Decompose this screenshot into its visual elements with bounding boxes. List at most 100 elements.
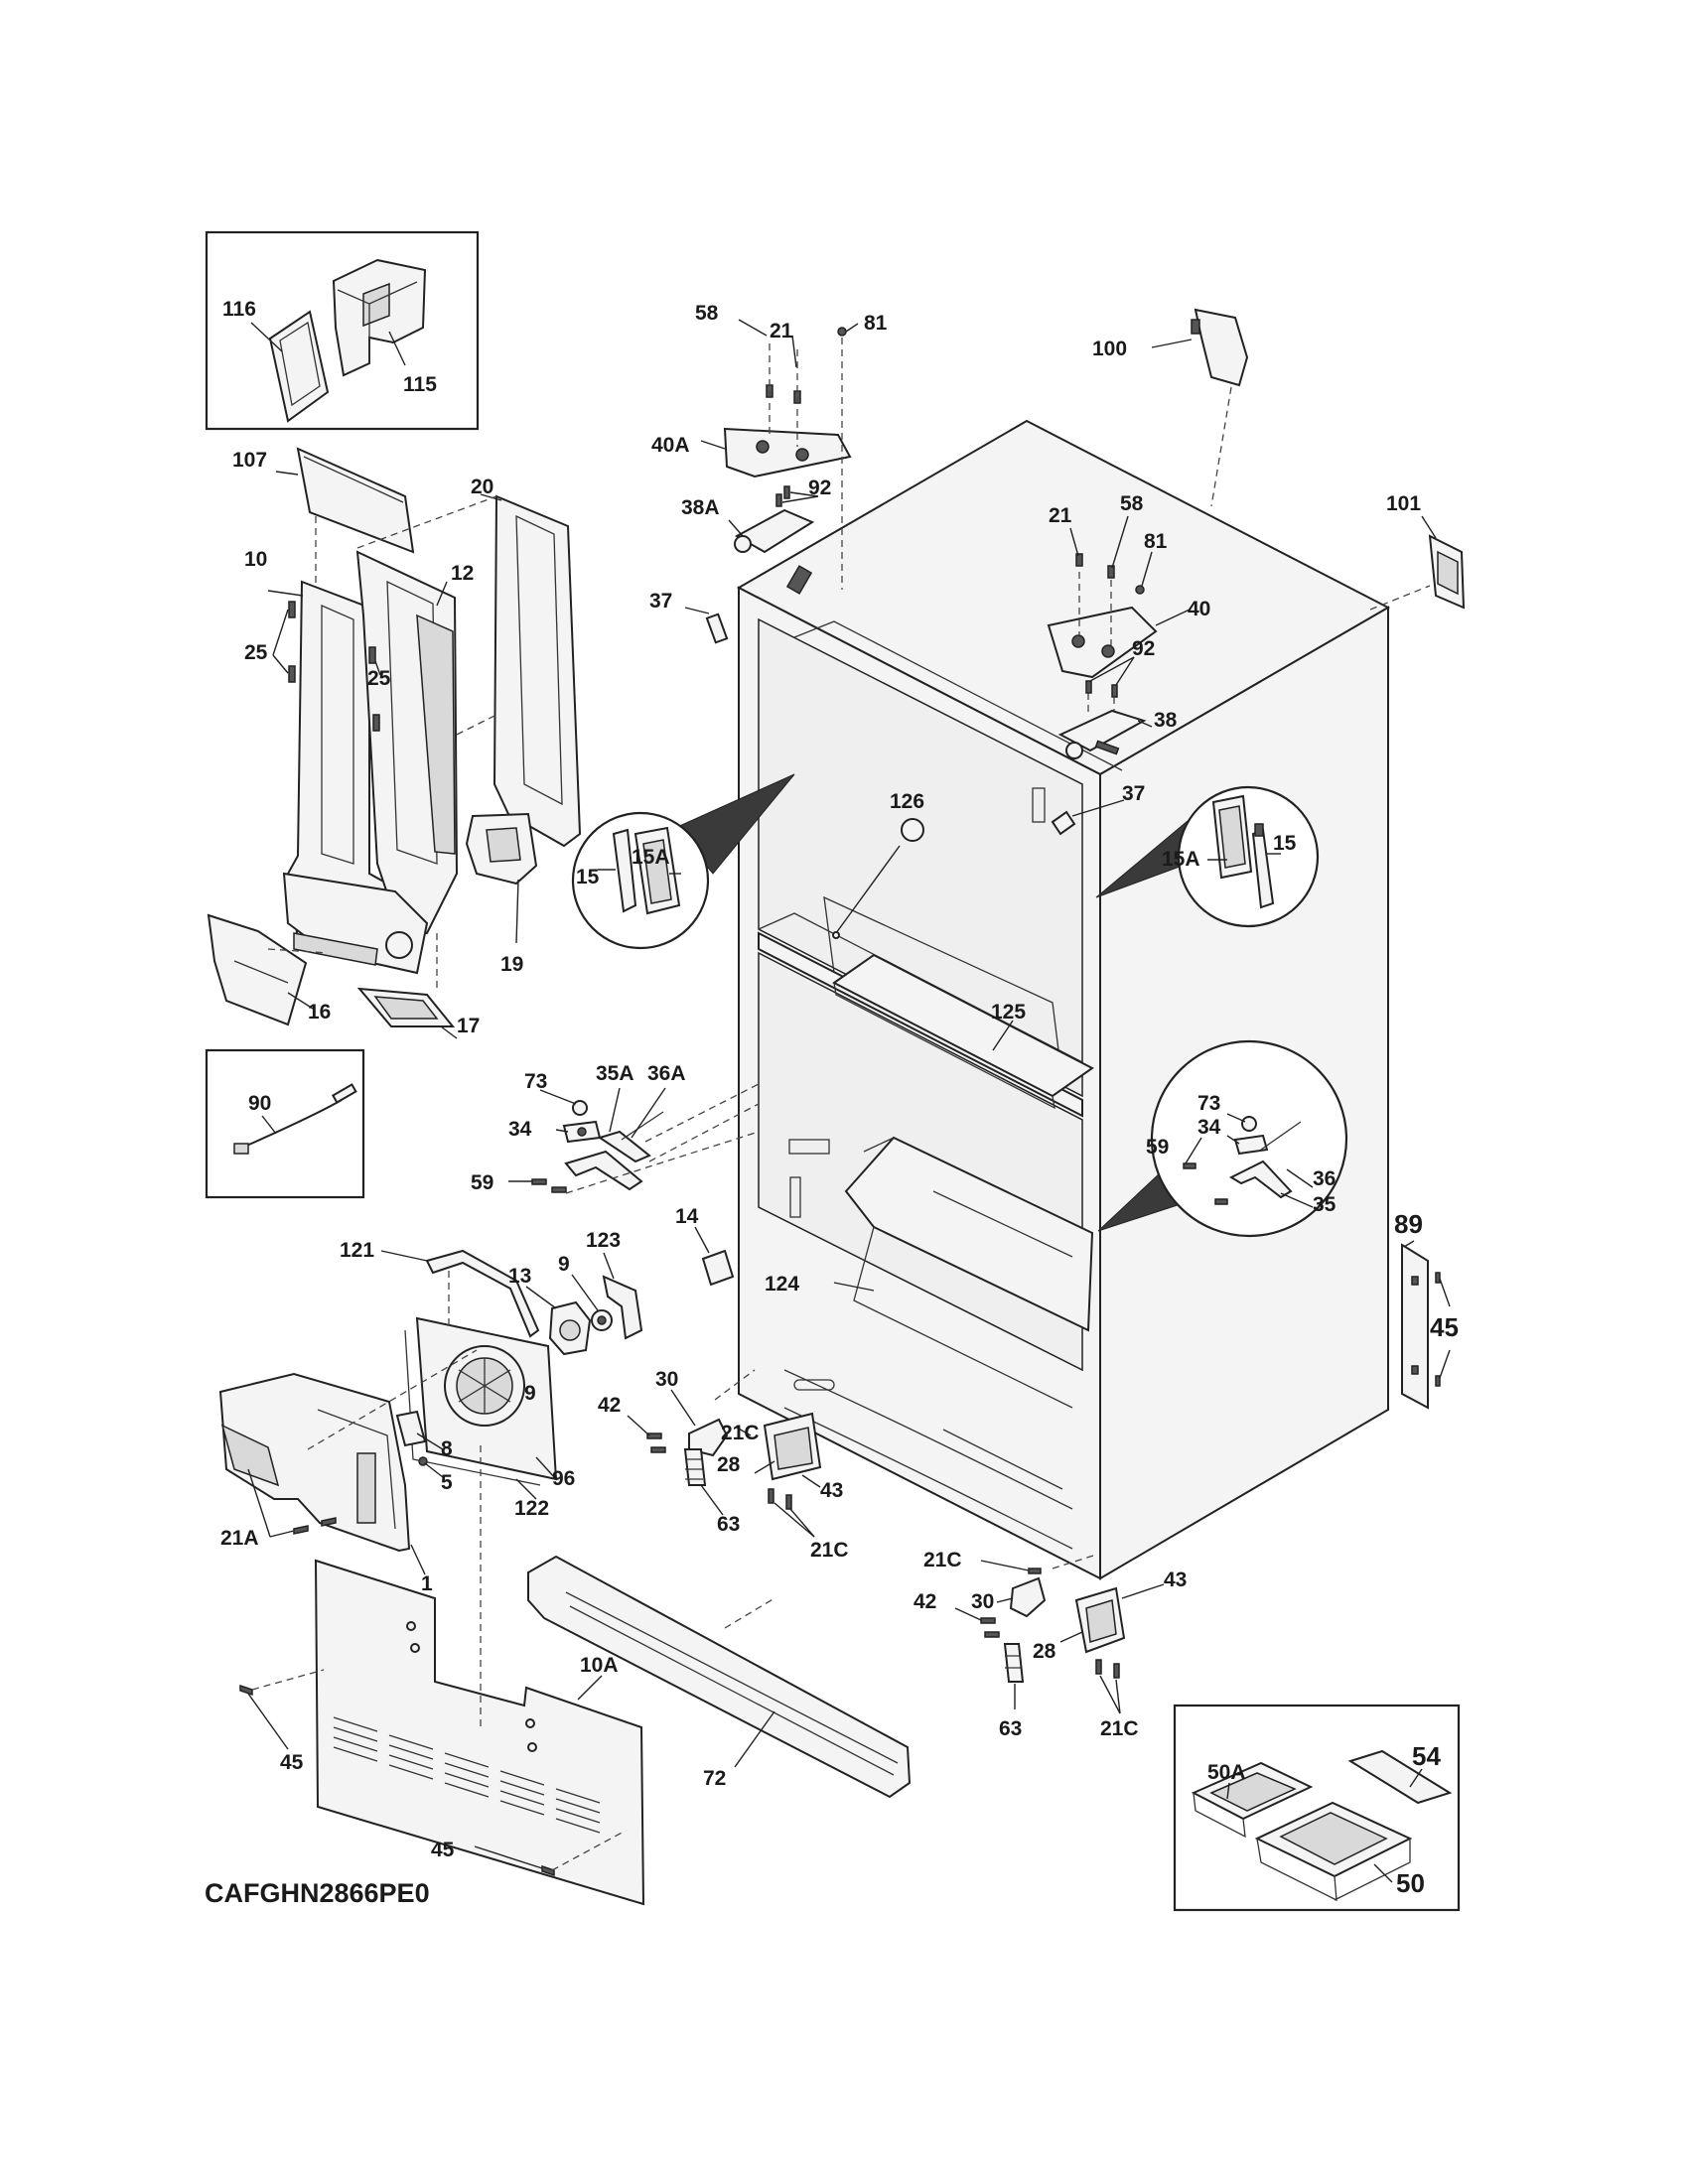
label-9-bottom: 9 xyxy=(524,1382,536,1405)
leader-125 xyxy=(992,1020,1014,1051)
label-59-left: 59 xyxy=(471,1171,493,1194)
side-panel-89 xyxy=(1401,1240,1451,1410)
model-number: CAFGHN2866PE0 xyxy=(205,1878,430,1908)
label-123: 123 xyxy=(586,1229,621,1252)
label-50: 50 xyxy=(1396,1868,1425,1898)
label-58-right: 58 xyxy=(1120,492,1144,515)
label-50A: 50A xyxy=(1207,1761,1246,1784)
label-28-center: 28 xyxy=(717,1453,741,1476)
label-16: 16 xyxy=(308,1001,331,1024)
label-43-right: 43 xyxy=(1164,1569,1187,1591)
label-35A: 35A xyxy=(596,1062,634,1085)
label-21-left: 21 xyxy=(770,320,793,342)
label-107: 107 xyxy=(232,449,267,472)
bottom-hinge-center xyxy=(627,1369,822,1538)
label-92-left: 92 xyxy=(808,477,831,499)
detail-circle-center-hinge-right xyxy=(1097,1039,1348,1238)
label-15A-left: 15A xyxy=(632,846,670,869)
label-9-top: 9 xyxy=(558,1253,570,1276)
label-54: 54 xyxy=(1412,1741,1441,1771)
top-hinge-right xyxy=(1047,515,1191,836)
label-40: 40 xyxy=(1188,598,1210,620)
label-36: 36 xyxy=(1313,1167,1336,1190)
label-36A: 36A xyxy=(647,1062,686,1085)
label-81-left: 81 xyxy=(864,312,888,335)
label-21A: 21A xyxy=(220,1527,259,1550)
label-115: 115 xyxy=(403,373,437,396)
label-15-right: 15 xyxy=(1273,832,1297,855)
label-1: 1 xyxy=(421,1572,433,1595)
label-8: 8 xyxy=(441,1437,453,1460)
label-19: 19 xyxy=(500,953,523,976)
label-15-left: 15 xyxy=(576,866,600,888)
label-42-right: 42 xyxy=(914,1590,936,1613)
center-hinge-left xyxy=(508,1083,760,1194)
label-73-right: 73 xyxy=(1197,1092,1220,1115)
inset-box-damper xyxy=(205,230,480,431)
label-14: 14 xyxy=(675,1205,699,1228)
label-10: 10 xyxy=(244,548,267,571)
label-30-center: 30 xyxy=(655,1368,678,1391)
label-121: 121 xyxy=(340,1239,374,1262)
evaporator-fan-assembly xyxy=(218,1249,643,1575)
label-21C-c: 21C xyxy=(923,1549,962,1571)
top-hinge-left xyxy=(684,319,859,644)
part-14 xyxy=(694,1226,735,1287)
label-116: 116 xyxy=(222,298,256,321)
label-92-right: 92 xyxy=(1132,637,1155,660)
air-tower-assembly xyxy=(207,447,582,1039)
label-17: 17 xyxy=(457,1015,480,1037)
label-38: 38 xyxy=(1154,709,1178,732)
label-5: 5 xyxy=(441,1471,453,1494)
label-25-right: 25 xyxy=(367,667,391,690)
label-122: 122 xyxy=(514,1497,549,1520)
label-21C-b: 21C xyxy=(810,1539,849,1562)
label-40A: 40A xyxy=(651,434,690,457)
label-45-bottom: 45 xyxy=(431,1839,455,1861)
label-63-center: 63 xyxy=(717,1513,740,1536)
label-21C-a: 21C xyxy=(721,1422,760,1444)
label-30-right: 30 xyxy=(971,1590,994,1613)
label-125: 125 xyxy=(991,1001,1026,1024)
detail-circle-vent-left xyxy=(571,773,795,950)
label-43-center: 43 xyxy=(820,1479,843,1502)
label-35: 35 xyxy=(1313,1193,1336,1216)
label-20: 20 xyxy=(471,476,493,498)
label-10A: 10A xyxy=(580,1654,619,1677)
label-124: 124 xyxy=(765,1273,799,1296)
hinge-brackets-right xyxy=(1151,308,1466,611)
label-37-right: 37 xyxy=(1122,782,1145,805)
label-73-left: 73 xyxy=(524,1070,547,1093)
label-13: 13 xyxy=(508,1265,531,1288)
label-34-right: 34 xyxy=(1197,1116,1221,1139)
label-90: 90 xyxy=(248,1092,271,1115)
label-42-center: 42 xyxy=(598,1394,621,1417)
detail-circle-vent-right xyxy=(1095,785,1320,928)
label-63-right: 63 xyxy=(999,1717,1022,1740)
label-28-right: 28 xyxy=(1033,1640,1056,1663)
label-34-left: 34 xyxy=(508,1118,532,1141)
label-38A: 38A xyxy=(681,496,720,519)
label-25-left: 25 xyxy=(244,641,268,664)
label-58-left: 58 xyxy=(695,302,719,325)
label-45-right: 45 xyxy=(1430,1312,1459,1342)
label-89: 89 xyxy=(1394,1209,1423,1239)
label-59-right: 59 xyxy=(1146,1136,1169,1159)
toe-grille-72 xyxy=(527,1555,912,1799)
leader-124 xyxy=(833,1282,875,1292)
label-21C-d: 21C xyxy=(1100,1717,1139,1740)
label-96: 96 xyxy=(552,1467,575,1490)
label-72: 72 xyxy=(703,1767,726,1790)
label-37-left: 37 xyxy=(649,590,672,613)
inset-box-sensor-90 xyxy=(205,1048,365,1199)
label-21-right: 21 xyxy=(1049,504,1072,527)
inset-box-ice-maker xyxy=(1173,1704,1461,1912)
refrigerator-cabinet xyxy=(736,419,1391,1580)
label-15A-right: 15A xyxy=(1162,848,1200,871)
label-12: 12 xyxy=(451,562,474,585)
part-callout-labels: 116 115 107 20 10 12 25 25 19 16 17 90 5… xyxy=(205,298,1459,1908)
label-81-right: 81 xyxy=(1144,530,1168,553)
label-101: 101 xyxy=(1386,492,1421,515)
label-45-left: 45 xyxy=(280,1751,304,1774)
